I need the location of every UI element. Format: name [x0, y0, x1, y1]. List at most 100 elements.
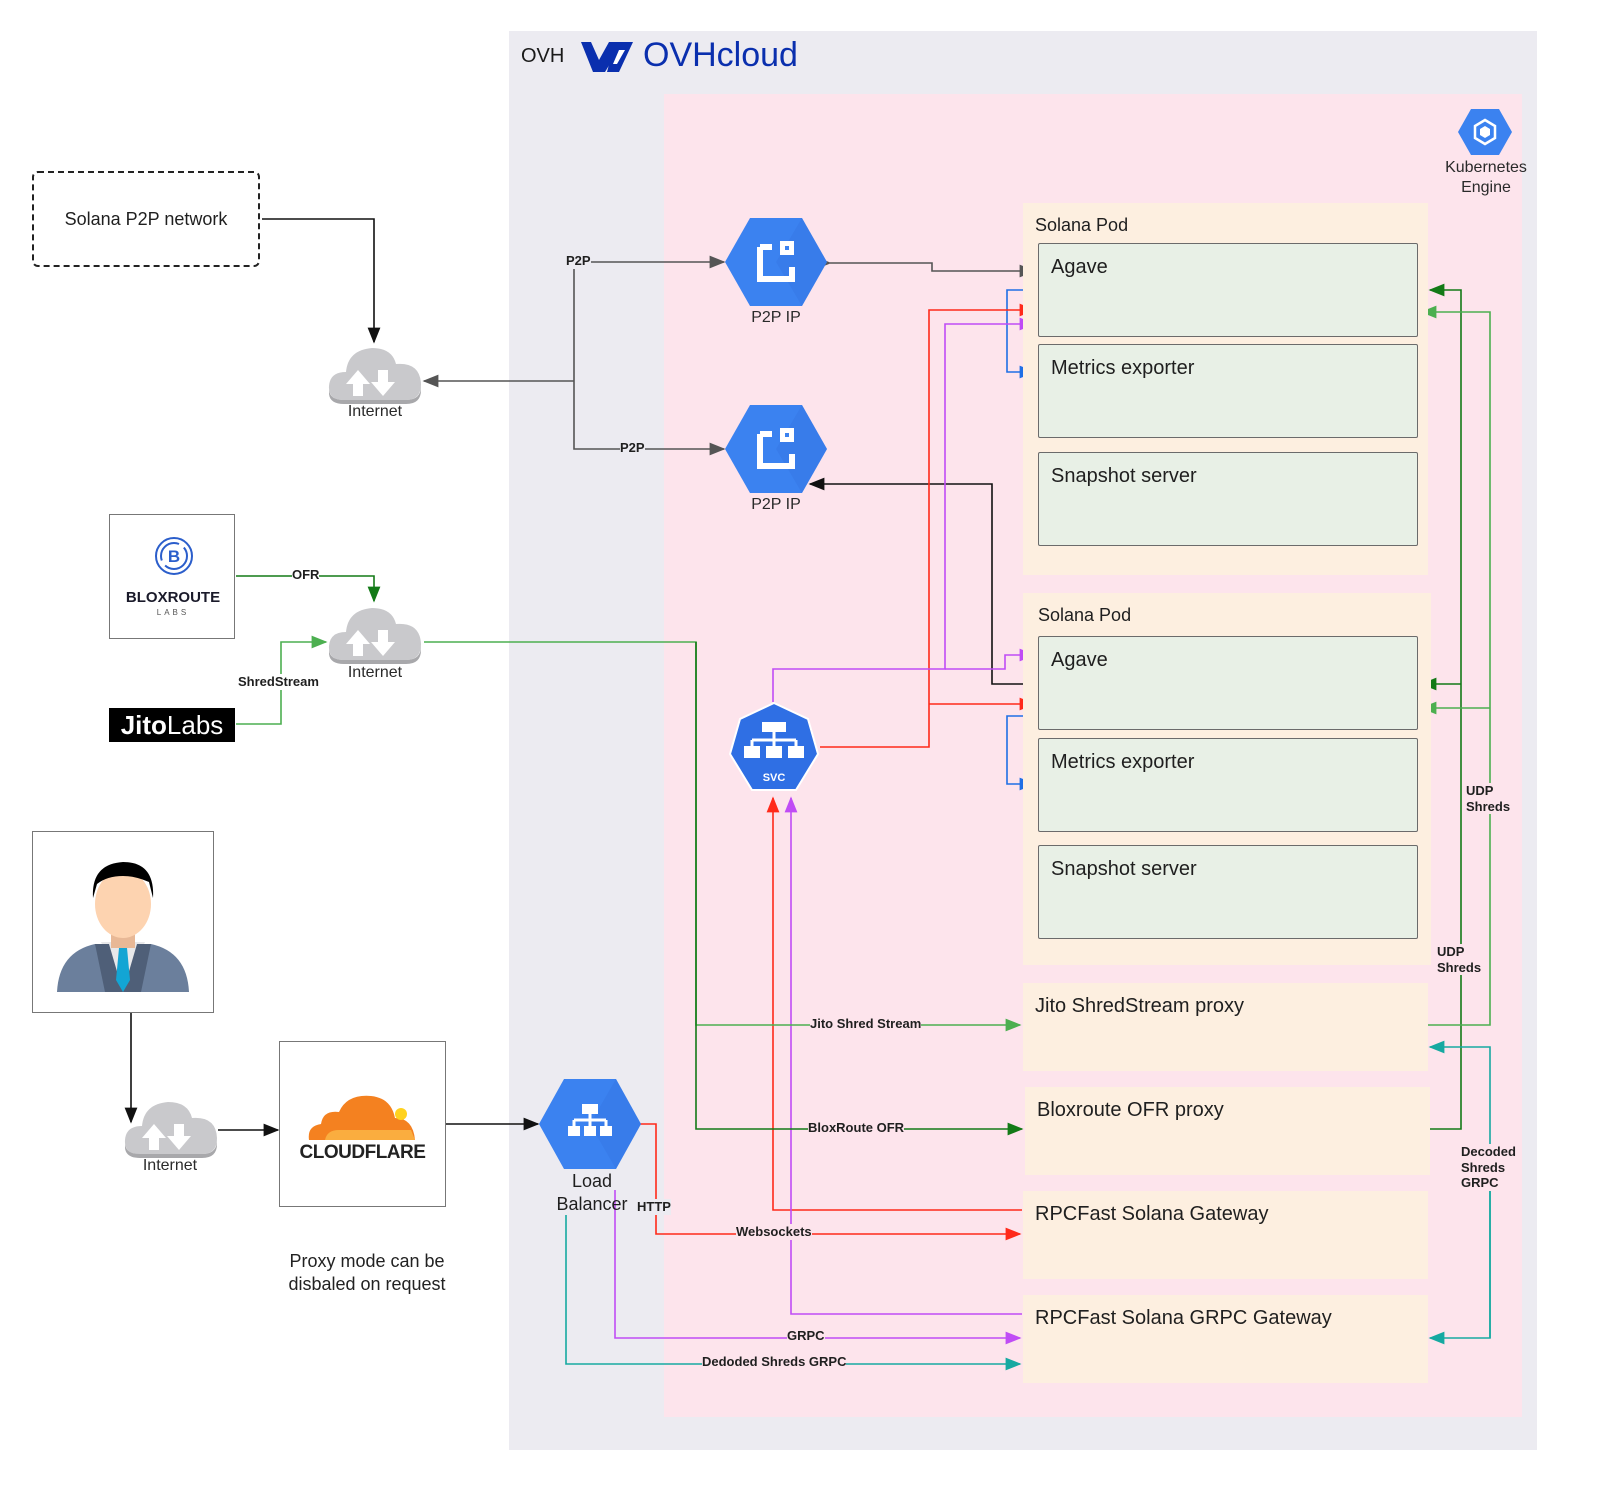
internet-cloud-icon: [328, 348, 421, 404]
edge-gateway-svc-red: [766, 796, 1022, 1211]
edge-agave1-metrics1: [1006, 289, 1038, 379]
cloudflare-name: CLOUDFLARE: [299, 1142, 426, 1163]
edge-decoded-grpc-bottom: [1428, 1190, 1491, 1345]
kubernetes-svc-icon: [728, 701, 820, 791]
bloxroute-labs-logo: B BLOXROUTE LABS: [109, 514, 235, 639]
p2p-ip-label-top: P2P IP: [751, 309, 801, 326]
kubernetes-engine-icon: [1457, 108, 1513, 161]
lb-label-line1: Load: [571, 1171, 613, 1191]
solana-pod-2: Solana Pod Agave Metrics exporter Snapsh…: [1023, 593, 1431, 965]
cloudflare-logo: CLOUDFLARE: [279, 1041, 446, 1207]
edge-p2p-top: [573, 255, 726, 381]
internet-cloud-middle: [326, 600, 424, 671]
service-label: RPCFast Solana GRPC Gateway: [1035, 1307, 1332, 1329]
edge-svc-agave2-purple: [945, 648, 1036, 670]
udp-label-line2: Shreds: [1466, 798, 1511, 814]
service-label: RPCFast Solana Gateway: [1035, 1203, 1269, 1225]
svc-label: SVC: [762, 772, 786, 784]
rpcfast-solana-grpc-gateway[interactable]: RPCFast Solana GRPC Gateway: [1023, 1295, 1428, 1383]
cloudflare-cloud-icon: [308, 1095, 415, 1140]
edge-decoded-grpc-top: [1428, 1040, 1491, 1338]
edge-label-udp-shreds-2: UDP Shreds: [1437, 944, 1482, 976]
internet-cloud-icon: [328, 608, 421, 664]
edge-bloxroute-internet: [236, 575, 381, 603]
edge-label-shredstream: ShredStream: [238, 674, 319, 690]
user-avatar: [32, 831, 214, 1013]
edge-label-decoded-shreds-grpc-right: Decoded Shreds GRPC: [1461, 1144, 1516, 1191]
jito-name-bold: Jito: [120, 709, 167, 740]
proxy-note-line1: Proxy mode can be: [289, 1251, 445, 1271]
udp-label-line2: Shreds: [1437, 959, 1482, 975]
p2p-ip-node-bottom[interactable]: [724, 404, 828, 499]
ovhcloud-brand-text: OVHcloud: [643, 36, 798, 74]
solana-p2p-network: Solana P2P network: [32, 171, 260, 267]
container-label: Agave: [1051, 256, 1108, 278]
solana-pod-1: Solana Pod Agave Metrics exporter Snapsh…: [1023, 203, 1428, 575]
container-label: Metrics exporter: [1051, 751, 1195, 773]
edge-label-grpc: GRPC: [787, 1328, 825, 1344]
edge-label-jito-shred-stream: Jito Shred Stream: [810, 1016, 922, 1032]
edge-p2pnet-internet: [262, 218, 381, 344]
edge-label-decoded-shreds-grpc-bottom: Dedoded Shreds GRPC: [702, 1354, 847, 1370]
user-avatar-icon: [57, 862, 189, 992]
ovh-label: OVH: [521, 45, 565, 67]
container-label: Metrics exporter: [1051, 357, 1195, 379]
edge-bloxroute-proxy-agave1: [1428, 283, 1462, 1130]
decoded-label-line3: GRPC: [1461, 1175, 1499, 1191]
decoded-label-line1: Decoded: [1461, 1144, 1516, 1159]
external-ip-icon: [725, 218, 827, 306]
edge-p2p-bottom: [573, 381, 726, 456]
jito-shredstream-proxy[interactable]: Jito ShredStream proxy: [1023, 983, 1428, 1071]
internet-cloud-icon: [124, 1102, 217, 1158]
proxy-note-line2: disbaled on request: [288, 1273, 446, 1294]
p2p-ip-label-bottom: P2P IP: [751, 496, 801, 513]
container-metrics-exporter-2[interactable]: Metrics exporter: [1038, 738, 1418, 832]
container-label: Snapshot server: [1051, 465, 1197, 487]
solana-p2p-network-label: Solana P2P network: [64, 208, 228, 229]
container-snapshot-server-1[interactable]: Snapshot server: [1038, 452, 1418, 546]
container-label: Agave: [1051, 649, 1108, 671]
ovhcloud-logo-icon: [581, 41, 633, 72]
svg-text:B: B: [168, 547, 180, 566]
load-balancer-node[interactable]: [538, 1078, 642, 1175]
internet-cloud-top: [326, 340, 424, 411]
container-agave-2[interactable]: Agave: [1038, 636, 1418, 730]
bloxroute-ofr-proxy[interactable]: Bloxroute OFR proxy: [1025, 1087, 1430, 1175]
edge-svc-agave1-red: [820, 303, 1036, 748]
kubernetes-label-line1: Kubernetes: [1445, 159, 1527, 176]
container-metrics-exporter-1[interactable]: Metrics exporter: [1038, 344, 1418, 438]
edge-lb-decoded-grpc: [565, 1215, 1022, 1371]
internet-cloud-bottom: [122, 1094, 220, 1165]
decoded-label-line2: Shreds: [1461, 1159, 1506, 1175]
edge-lb-grpc: [614, 1190, 1022, 1345]
p2p-ip-node-top[interactable]: [724, 217, 828, 312]
container-snapshot-server-2[interactable]: Snapshot server: [1038, 845, 1418, 939]
bloxroute-name: BLOXROUTE: [125, 589, 221, 606]
udp-label-line1: UDP: [1466, 783, 1494, 798]
edge-internet-bloxroute-proxy: [695, 642, 1024, 1136]
rpcfast-solana-gateway[interactable]: RPCFast Solana Gateway: [1023, 1191, 1428, 1279]
lb-label-line2: Balancer: [556, 1193, 628, 1214]
kubernetes-label-line2: Engine: [1461, 179, 1511, 196]
container-agave-1[interactable]: Agave: [1038, 243, 1418, 337]
edge-label-http: HTTP: [637, 1199, 671, 1215]
ovhcloud-logo: OVHcloud: [579, 36, 798, 75]
internet-label-top: Internet: [347, 403, 403, 420]
edge-label-p2p-bottom: P2P: [620, 440, 645, 456]
proxy-mode-note: Proxy mode can be disbaled on request: [262, 1250, 472, 1295]
edge-label-websockets: Websockets: [736, 1224, 812, 1240]
internet-label-bottom: Internet: [142, 1157, 198, 1174]
edge-agave2-p2pip: [808, 477, 1034, 685]
udp-label-line1: UDP: [1437, 944, 1465, 959]
load-balancer-label: Load Balancer: [540, 1170, 644, 1215]
internet-label-middle: Internet: [347, 664, 403, 681]
kubernetes-service-node[interactable]: SVC: [728, 701, 820, 801]
edge-p2pip-agave1: [815, 256, 1036, 278]
kubernetes-engine-label: Kubernetes Engine: [1436, 158, 1536, 198]
edge-internet-jito-proxy: [424, 641, 1022, 1032]
service-label: Bloxroute OFR proxy: [1037, 1099, 1224, 1121]
edge-label-p2p-top: P2P: [566, 253, 591, 269]
edge-label-ofr: OFR: [292, 567, 320, 583]
pod-title: Solana Pod: [1038, 605, 1132, 625]
